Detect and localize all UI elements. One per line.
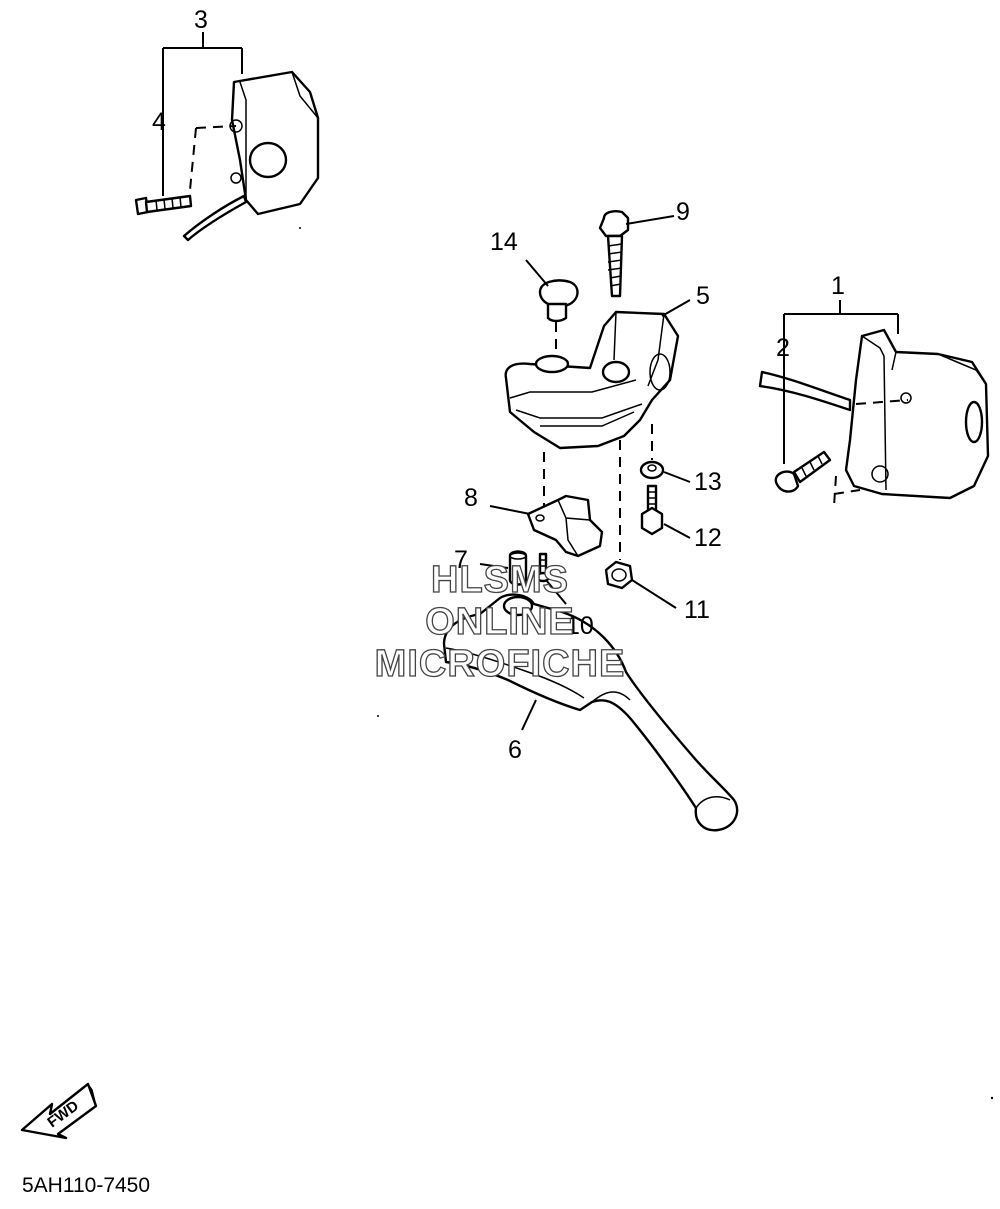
callout-11: 11 (684, 596, 710, 624)
cap-14 (538, 279, 579, 323)
callout-1: 1 (831, 272, 845, 300)
leader-11 (631, 579, 677, 609)
leader-9 (625, 215, 675, 225)
bolt-9 (598, 210, 630, 298)
speck (990, 1096, 994, 1100)
bracket-1 (783, 300, 899, 464)
callout-4: 4 (152, 108, 166, 136)
screw-10 (535, 552, 551, 583)
left-handlebar-switch (182, 70, 320, 242)
master-cylinder-holder (504, 310, 680, 450)
speck (377, 715, 379, 717)
bolt-12 (640, 484, 664, 536)
leader-6 (521, 699, 537, 731)
leader-12 (663, 523, 691, 539)
callout-7: 7 (454, 546, 468, 574)
callout-8: 8 (464, 484, 478, 512)
leader-5 (661, 299, 691, 317)
leader-7 (479, 563, 509, 569)
nut-11 (604, 560, 634, 590)
callout-13: 13 (694, 468, 722, 496)
washer-13 (639, 460, 665, 480)
callout-6: 6 (508, 736, 522, 764)
leader-14 (525, 259, 549, 287)
left-switch-screw (134, 194, 193, 216)
brake-lever-6 (442, 593, 739, 832)
callout-9: 9 (676, 198, 690, 226)
callout-5: 5 (696, 282, 710, 310)
right-switch-screw (774, 450, 832, 493)
callout-14: 14 (490, 228, 518, 256)
leader-8 (489, 505, 531, 515)
callout-10: 10 (566, 612, 594, 640)
leader-13 (663, 471, 691, 483)
leader-10 (545, 579, 567, 605)
diagram-code: 5AH110-7450 (22, 1174, 150, 1197)
speck (299, 227, 301, 229)
watermark-line-1: HLSMS (431, 559, 569, 601)
bracket-3 (162, 32, 243, 196)
brake-switch-8 (526, 494, 604, 558)
callout-2: 2 (776, 334, 790, 362)
right-handlebar-switch (758, 328, 990, 507)
watermark-line-3: MICROFICHE (375, 643, 626, 685)
watermark-line-2: ONLINE (425, 601, 575, 643)
callout-12: 12 (694, 524, 722, 552)
fwd-arrow-icon (20, 1082, 98, 1140)
collar-7 (508, 550, 528, 586)
callout-3: 3 (194, 6, 208, 34)
